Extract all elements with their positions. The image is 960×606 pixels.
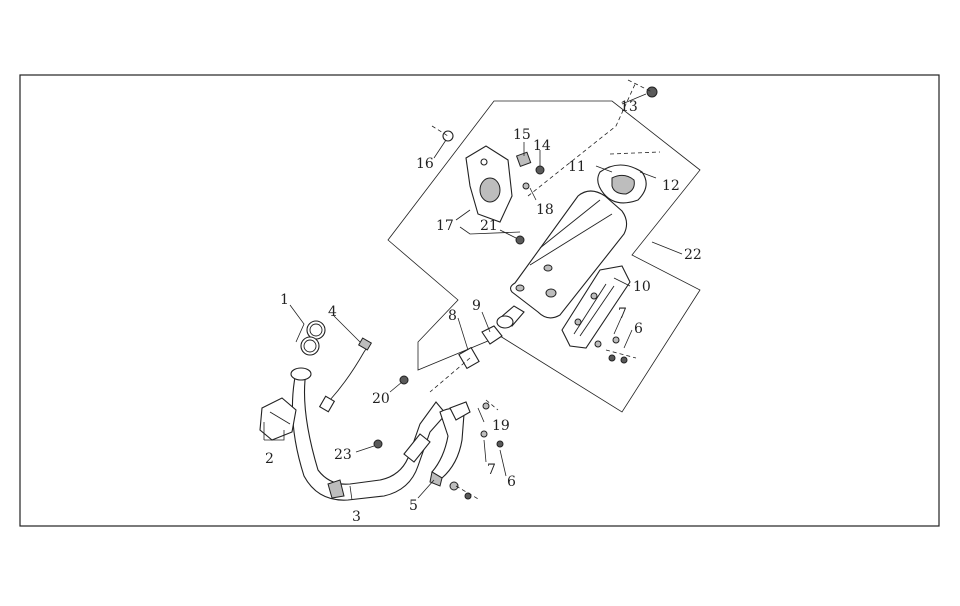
bracket-group-outline bbox=[459, 226, 521, 235]
callout-7a: 7 bbox=[618, 306, 627, 322]
callout-15: 15 bbox=[513, 127, 531, 143]
callout-7b: 7 bbox=[487, 462, 496, 478]
fasteners bbox=[373, 86, 658, 500]
gaskets bbox=[300, 320, 326, 356]
callout-14: 14 bbox=[533, 138, 551, 154]
callout-13: 13 bbox=[620, 99, 638, 115]
callout-19: 19 bbox=[492, 418, 510, 434]
clamp-and-sleeve bbox=[458, 325, 503, 370]
callout-17: 17 bbox=[436, 218, 454, 234]
callout-22: 22 bbox=[684, 247, 702, 263]
muffler bbox=[496, 190, 628, 329]
oxygen-sensor bbox=[318, 337, 373, 413]
callout-6b: 6 bbox=[507, 474, 516, 490]
callout-10: 10 bbox=[633, 279, 651, 295]
callout-1: 1 bbox=[280, 292, 289, 308]
mid-pipe bbox=[429, 401, 471, 487]
callout-16: 16 bbox=[416, 156, 434, 172]
muffler-group-outline bbox=[387, 100, 701, 413]
callout-12: 12 bbox=[662, 178, 680, 194]
callout-2: 2 bbox=[265, 451, 274, 467]
hanger-bracket bbox=[465, 145, 513, 223]
callout-9: 9 bbox=[472, 298, 481, 314]
callout-11: 11 bbox=[568, 159, 586, 175]
callout-23: 23 bbox=[334, 447, 352, 463]
callout-5: 5 bbox=[409, 498, 418, 514]
callout-21: 21 bbox=[480, 218, 498, 234]
diagram-frame bbox=[19, 74, 940, 527]
muffler-heat-shield bbox=[561, 265, 631, 349]
callout-20: 20 bbox=[372, 391, 390, 407]
assembly-centerlines bbox=[429, 79, 661, 501]
exhaust-flange bbox=[259, 397, 297, 441]
leader-lines bbox=[263, 93, 683, 501]
end-cap-plate bbox=[597, 164, 647, 204]
header-pipe bbox=[290, 367, 447, 501]
callout-4: 4 bbox=[328, 304, 337, 320]
callout-6a: 6 bbox=[634, 321, 643, 337]
callout-8: 8 bbox=[448, 308, 457, 324]
callout-18: 18 bbox=[536, 202, 554, 218]
callout-3: 3 bbox=[352, 509, 361, 525]
